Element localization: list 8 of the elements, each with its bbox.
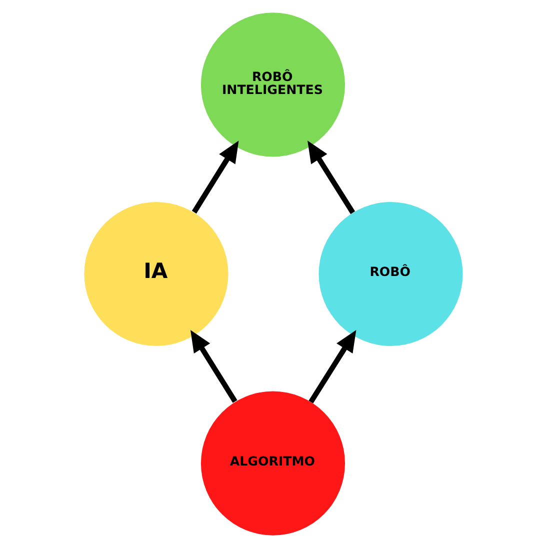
arrow	[191, 140, 238, 214]
node-circle: IA	[84, 202, 228, 346]
arrow	[307, 140, 355, 214]
arrow	[190, 330, 237, 403]
node-circle: ROBÔ	[318, 202, 462, 346]
arrow	[308, 330, 356, 404]
node-circle: ROBÔ INTELIGENTES	[200, 12, 344, 157]
node-circle: ALGORITMO	[200, 391, 344, 536]
